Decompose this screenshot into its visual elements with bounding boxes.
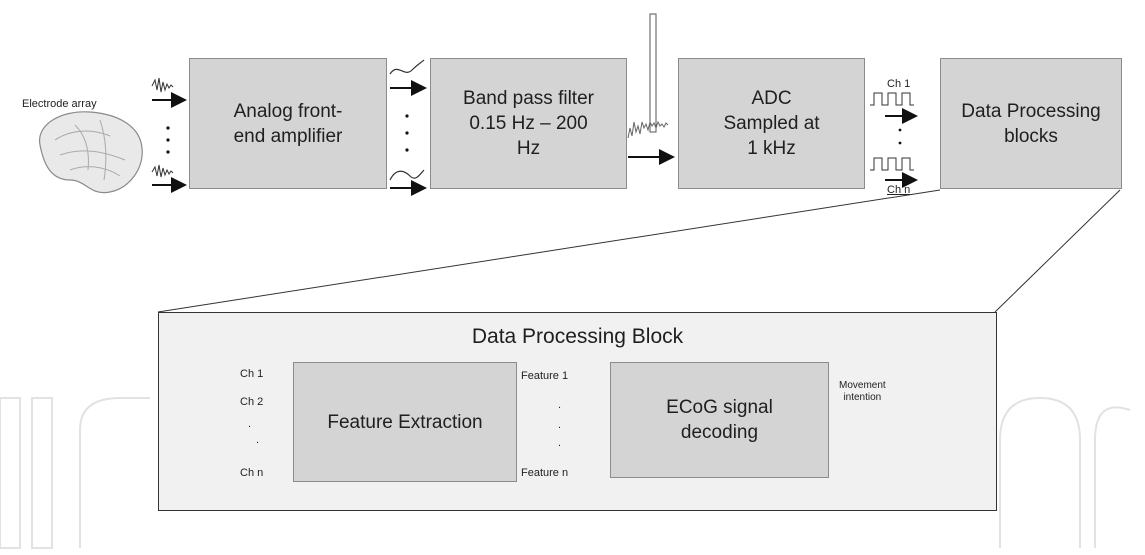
smooth-wave-icon [389,169,425,181]
band-pass-filter-block: Band pass filter 0.15 Hz – 200 Hz [430,58,627,189]
adc-block: ADC Sampled at 1 kHz [678,58,865,189]
noisy-signal-icon [151,77,174,93]
feature-label: . [558,399,562,411]
smooth-wave-icon [389,59,425,75]
data-processing-detail-panel: Data Processing Block [158,312,997,511]
brain-electrode-icon [39,111,143,194]
ecog-decoding-block: ECoG signal decoding [610,362,829,478]
ellipsis-dot [166,126,170,130]
noisy-signal-icon [151,164,174,178]
electrode-array-label: Electrode array [22,98,97,110]
ellipsis-dot [166,150,170,154]
pulse-train-icon [870,92,914,106]
ellipsis-dot [405,131,409,135]
zoom-line-right [994,189,1121,313]
feature-extraction-block: Feature Extraction [293,362,517,482]
spectrum-icon [627,13,669,139]
feature-label: Feature 1 [521,370,569,382]
ellipsis-dot [405,114,409,118]
zoom-line-left [157,189,941,313]
ellipsis-dot [898,128,902,132]
data-processing-blocks: Data Processing blocks [940,58,1122,189]
pulse-train-icon [870,157,914,171]
detail-input-label: Ch 1 [240,368,264,380]
channel-first-label: Ch 1 [887,78,911,90]
detail-title: Data Processing Block [471,325,684,348]
output-label: Movement intention [839,380,886,403]
analog-amplifier-block: Analog front- end amplifier [189,58,387,189]
ellipsis-dot [166,138,170,142]
detail-input-label: Ch 2 [240,396,264,408]
watermark-shapes [0,396,1131,549]
detail-input-label: . [256,434,260,446]
feature-label: . [558,437,562,449]
ellipsis-dot [405,148,409,152]
detail-input-label: Ch n [240,467,264,479]
feature-label: . [558,419,562,431]
ellipsis-dot [898,141,902,145]
channel-last-label: Ch n [887,184,911,196]
detail-input-label: . [248,418,252,430]
feature-label: Feature n [521,467,569,479]
